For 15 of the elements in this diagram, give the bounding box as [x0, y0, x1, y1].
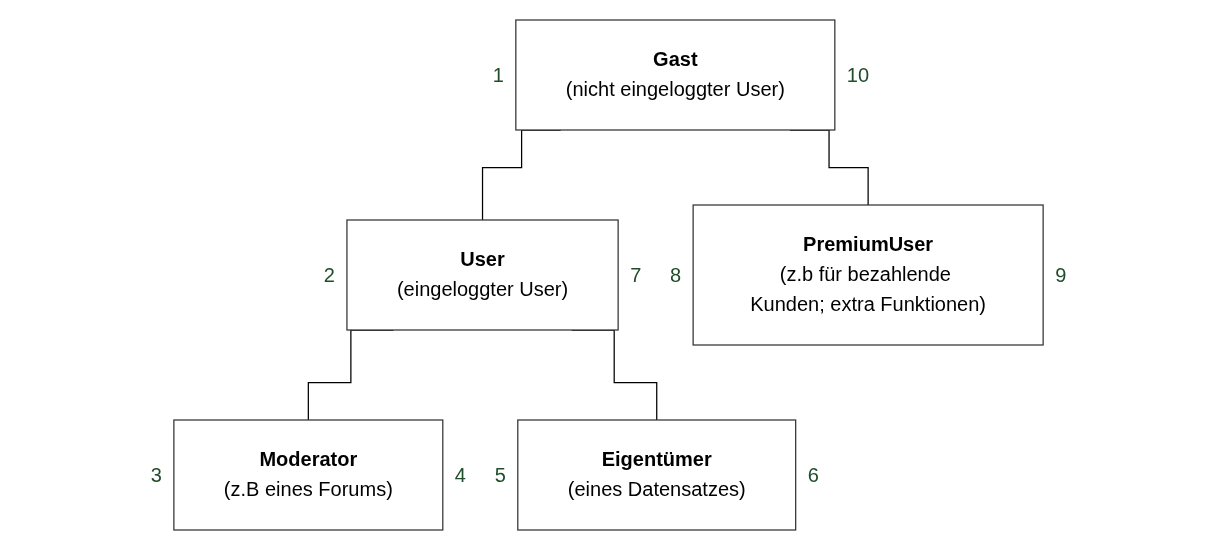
node-box: [692, 204, 1044, 346]
node-box: [346, 219, 619, 331]
sequence-number: 3: [150, 463, 162, 487]
sequence-number: 6: [807, 463, 819, 487]
node-box: [515, 19, 836, 131]
sequence-number: 1: [492, 63, 504, 87]
sequence-number: 8: [670, 263, 682, 287]
node-box: [173, 419, 444, 531]
sequence-number: 2: [323, 263, 335, 287]
node-box: [517, 419, 797, 531]
sequence-number: 4: [454, 463, 466, 487]
sequence-number: 9: [1055, 263, 1067, 287]
sequence-number: 5: [494, 463, 506, 487]
sequence-number: 7: [630, 263, 642, 287]
sequence-number: 10: [846, 63, 870, 87]
